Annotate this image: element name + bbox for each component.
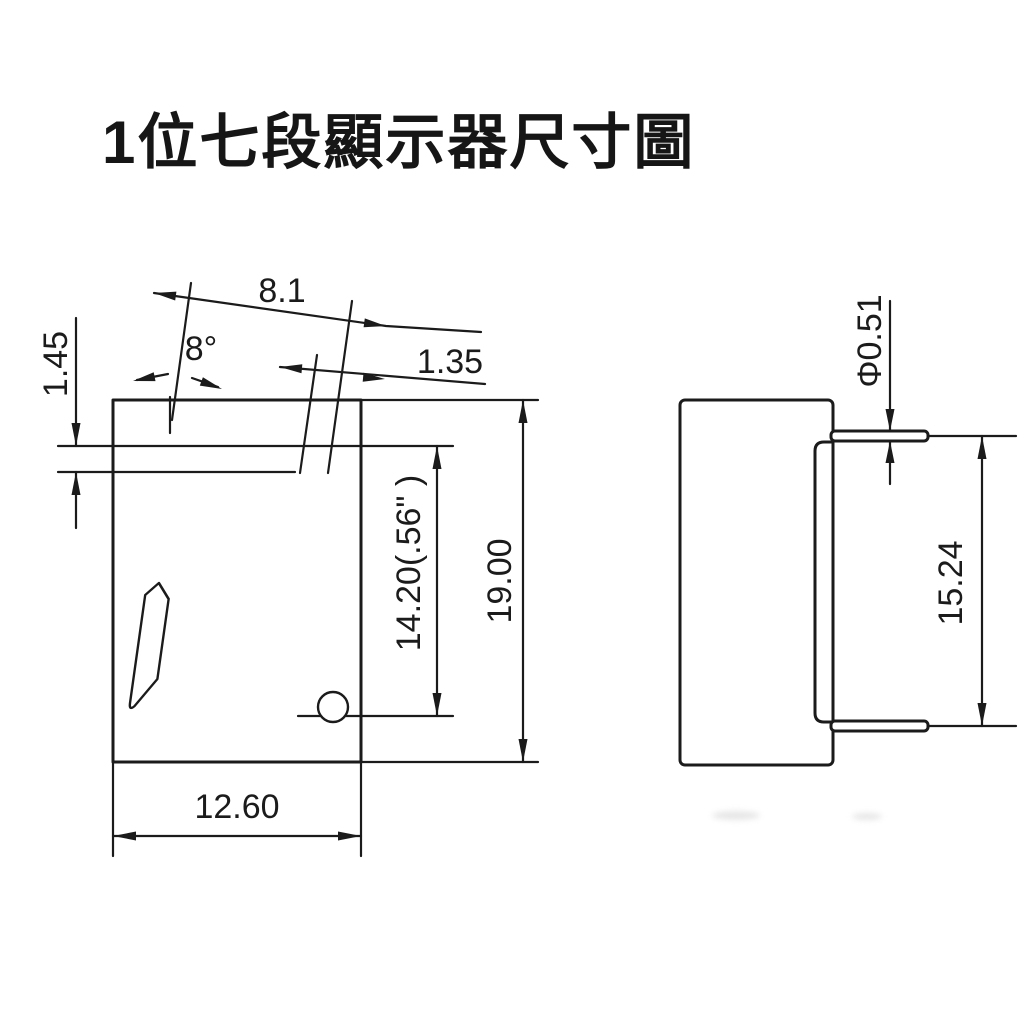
scan-smudge	[852, 813, 882, 820]
base-block-outline	[813, 440, 835, 724]
arrowhead	[885, 441, 895, 463]
dim-label-15-24: 15.24	[932, 540, 970, 625]
dimension-line	[278, 365, 487, 386]
dim-segment-angle: 8°	[133, 330, 222, 435]
dim-top-segment-height: 1.45	[37, 316, 81, 530]
package-outline	[111, 398, 363, 764]
arrowhead	[362, 372, 385, 382]
arrowhead	[71, 423, 81, 446]
dim-package-width: 12.60	[111, 760, 363, 858]
arrowhead	[133, 372, 156, 382]
arrowhead	[280, 364, 303, 374]
dim-label-phi-0-51: Φ0.51	[851, 294, 889, 387]
lead-top	[829, 429, 930, 443]
segment-b	[288, 454, 330, 575]
segment-c	[271, 583, 310, 705]
dim-lead-diameter: Φ0.51	[851, 294, 895, 486]
dim-digit-height: 14.20(.56" )	[390, 444, 442, 718]
arrowhead	[338, 831, 361, 841]
arrowhead	[885, 409, 895, 431]
slant-extension-left	[170, 281, 193, 422]
segment-d	[135, 684, 288, 710]
arrowhead	[363, 318, 386, 328]
dim-label-1-45: 1.45	[37, 331, 75, 397]
dim-segment-width: 1.35	[278, 343, 487, 386]
dim-label-14-20: 14.20(.56" )	[390, 475, 428, 652]
dim-label-8deg: 8°	[185, 330, 218, 368]
arrowhead	[977, 703, 987, 726]
dim-label-12-60: 12.60	[194, 788, 279, 826]
dim-label-8-1: 8.1	[258, 272, 305, 310]
dim-label-1-35: 1.35	[417, 343, 483, 381]
segment-e	[128, 581, 170, 710]
segment-a	[169, 448, 326, 472]
dim-lead-row-spacing: 15.24	[926, 434, 1018, 728]
seven-segment-digit	[128, 448, 330, 710]
arrowhead	[432, 446, 442, 469]
lead-bottom	[829, 719, 930, 733]
arrowhead	[71, 472, 81, 495]
decimal-point	[316, 690, 350, 724]
front-view: 8.1 8° 1.35 1.45	[37, 272, 540, 858]
slant-extension-inner	[298, 353, 319, 475]
scan-smudge	[712, 811, 760, 820]
dim-package-height: 19.00	[359, 398, 540, 764]
segment-g	[165, 567, 294, 591]
arrowhead	[518, 400, 528, 423]
dim-digit-slant-width: 8.1	[152, 272, 483, 334]
arrowhead	[113, 831, 136, 841]
arrowhead	[432, 693, 442, 716]
arrowhead	[977, 436, 987, 459]
dimension-line	[152, 291, 483, 334]
page-title: 1位七段顯示器尺寸圖	[102, 109, 696, 176]
slant-extension-outer	[326, 299, 354, 475]
segment-f	[149, 454, 186, 575]
arrowhead	[199, 377, 222, 389]
arrowhead	[518, 739, 528, 762]
arrowhead	[154, 291, 177, 301]
body-outline	[678, 398, 835, 767]
side-view: Φ0.51 15.24	[678, 294, 1018, 767]
dim-label-19-00: 19.00	[481, 538, 519, 623]
